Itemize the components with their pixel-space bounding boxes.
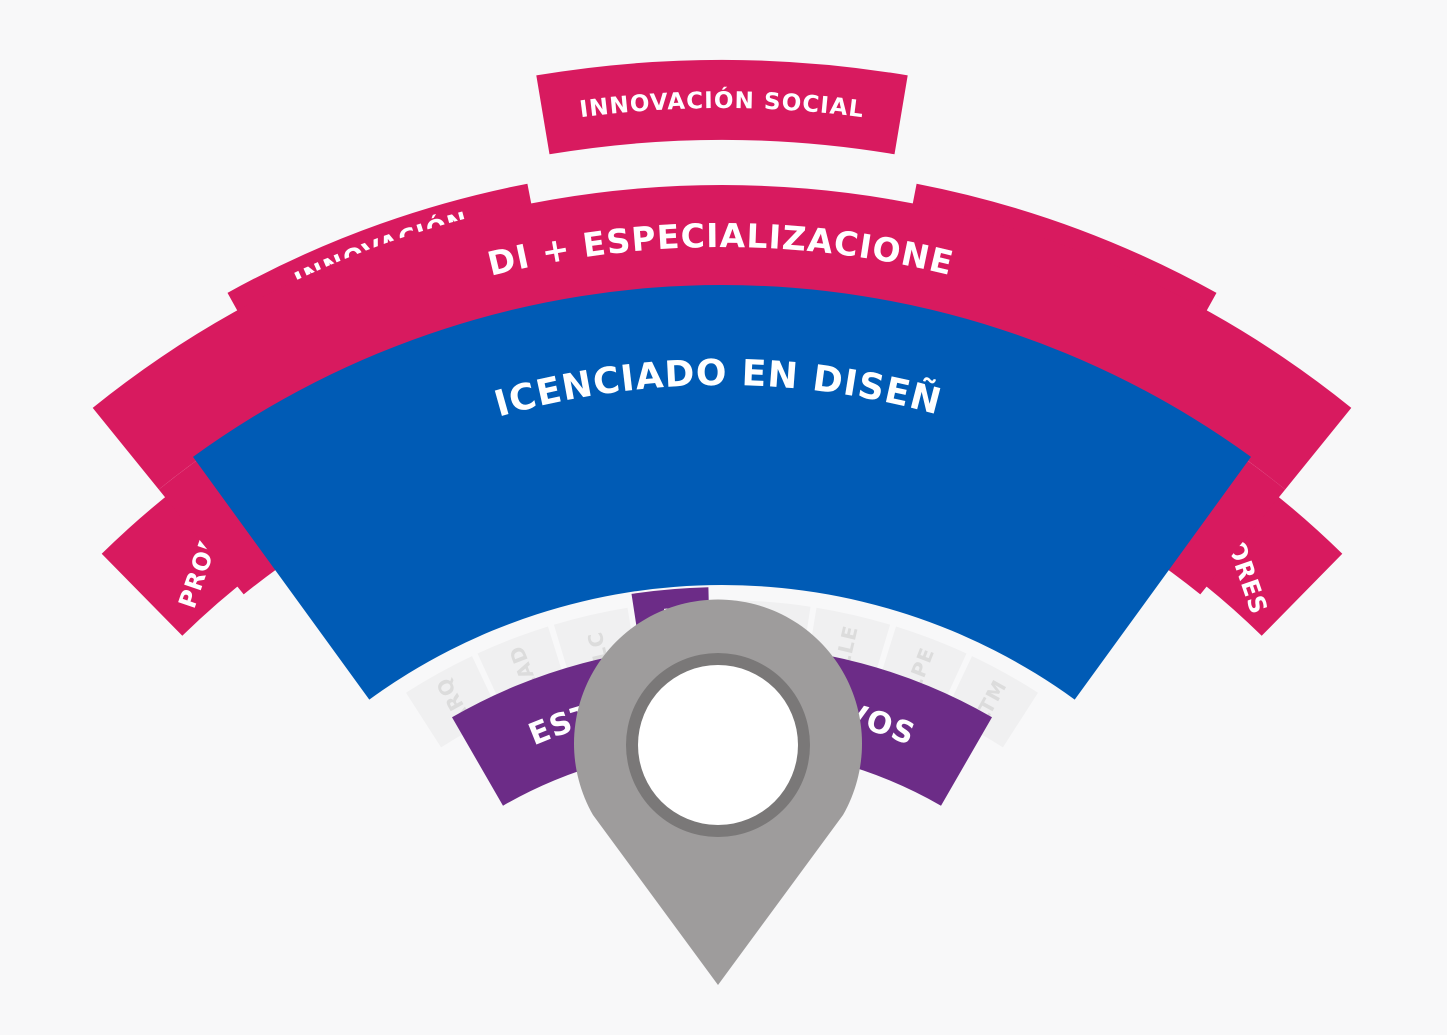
degree-band-segment (193, 285, 1251, 700)
spec-innovacion-social-segment (536, 59, 908, 155)
location-pin-icon (574, 599, 862, 985)
pin-hole (638, 665, 798, 825)
ldi-band-segment (92, 185, 1352, 490)
